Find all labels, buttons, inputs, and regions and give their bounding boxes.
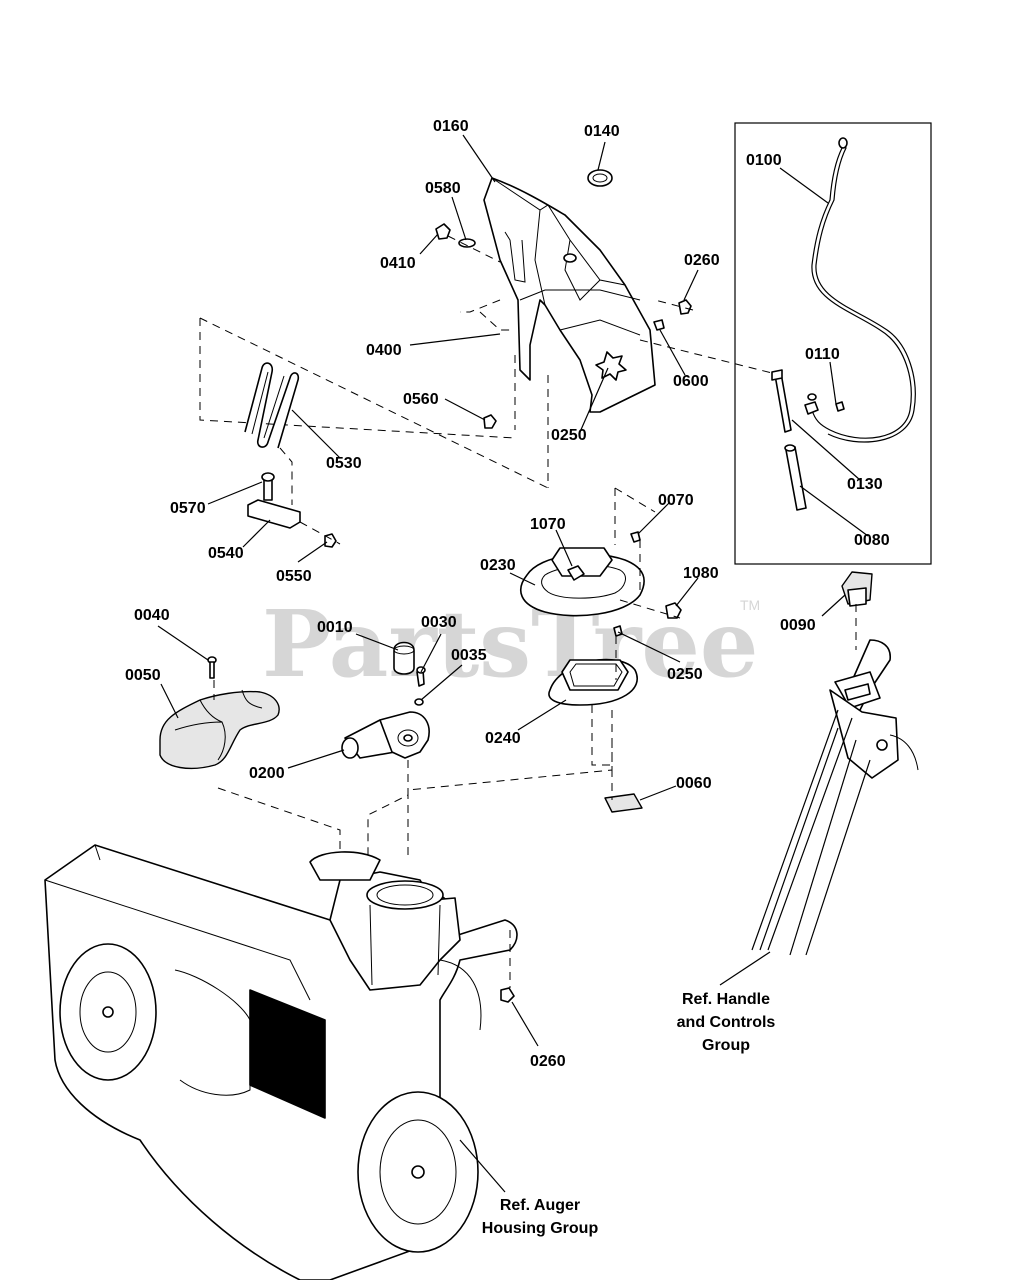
callout-0110: 0110 [805, 346, 840, 363]
callout-1080: 1080 [683, 565, 719, 582]
ref-auger-line-1: Ref. Auger [500, 1197, 580, 1214]
clip-part [587, 169, 613, 187]
callout-0260-bottom: 0260 [530, 1053, 566, 1070]
handle-frame [751, 639, 919, 956]
callout-0040: 0040 [134, 607, 170, 624]
ref-handle-line-2: and Controls [677, 1014, 776, 1031]
callout-0250-bottom: 0250 [667, 666, 703, 683]
ref-auger-line-2: Housing Group [482, 1220, 599, 1237]
callout-0540: 0540 [208, 545, 244, 562]
callout-0260-top: 0260 [684, 252, 720, 269]
callout-0140: 0140 [584, 123, 620, 140]
callout-0160: 0160 [433, 118, 469, 135]
leader-lines [157, 134, 869, 1193]
callout-0230: 0230 [480, 557, 516, 574]
callout-0090: 0090 [780, 617, 816, 634]
callout-0570: 0570 [170, 500, 206, 517]
control-switch [841, 571, 873, 607]
callout-0530: 0530 [326, 455, 362, 472]
callout-0560: 0560 [403, 391, 439, 408]
callout-0070: 0070 [658, 492, 694, 509]
chute-motor [341, 641, 430, 759]
callout-1070: 1070 [530, 516, 566, 533]
motor-cover [159, 656, 280, 770]
callout-0060: 0060 [676, 775, 712, 792]
callout-0200: 0200 [249, 765, 285, 782]
callout-0240: 0240 [485, 730, 521, 747]
callout-0130: 0130 [847, 476, 883, 493]
callout-0010: 0010 [317, 619, 353, 636]
spring-part [244, 362, 300, 449]
callout-0080: 0080 [854, 532, 890, 549]
ref-auger-housing-label: Ref. Auger Housing Group [482, 1197, 599, 1237]
callout-0410: 0410 [380, 255, 416, 272]
callout-0550: 0550 [276, 568, 312, 585]
callout-0035: 0035 [451, 647, 487, 664]
watermark-trademark: TM [740, 597, 760, 613]
ref-handle-line-1: Ref. Handle [682, 991, 770, 1008]
callout-0580: 0580 [425, 180, 461, 197]
chute-ring-assembly [520, 531, 682, 813]
shift-rod [771, 369, 807, 511]
shift-cable [804, 137, 916, 443]
callout-0400: 0400 [366, 342, 402, 359]
discharge-chute [483, 177, 656, 413]
callout-0030: 0030 [421, 614, 457, 631]
callout-0250-top: 0250 [551, 427, 587, 444]
auger-housing [44, 844, 518, 1280]
ref-handle-controls-label: Ref. Handle and Controls Group [677, 991, 776, 1054]
cable-kit-box [734, 122, 932, 565]
callout-0050: 0050 [125, 667, 161, 684]
callout-0100: 0100 [746, 152, 782, 169]
ref-handle-line-3: Group [702, 1037, 750, 1054]
callout-0600: 0600 [673, 373, 709, 390]
chute-hardware [435, 223, 692, 429]
bracket-part [247, 472, 337, 548]
